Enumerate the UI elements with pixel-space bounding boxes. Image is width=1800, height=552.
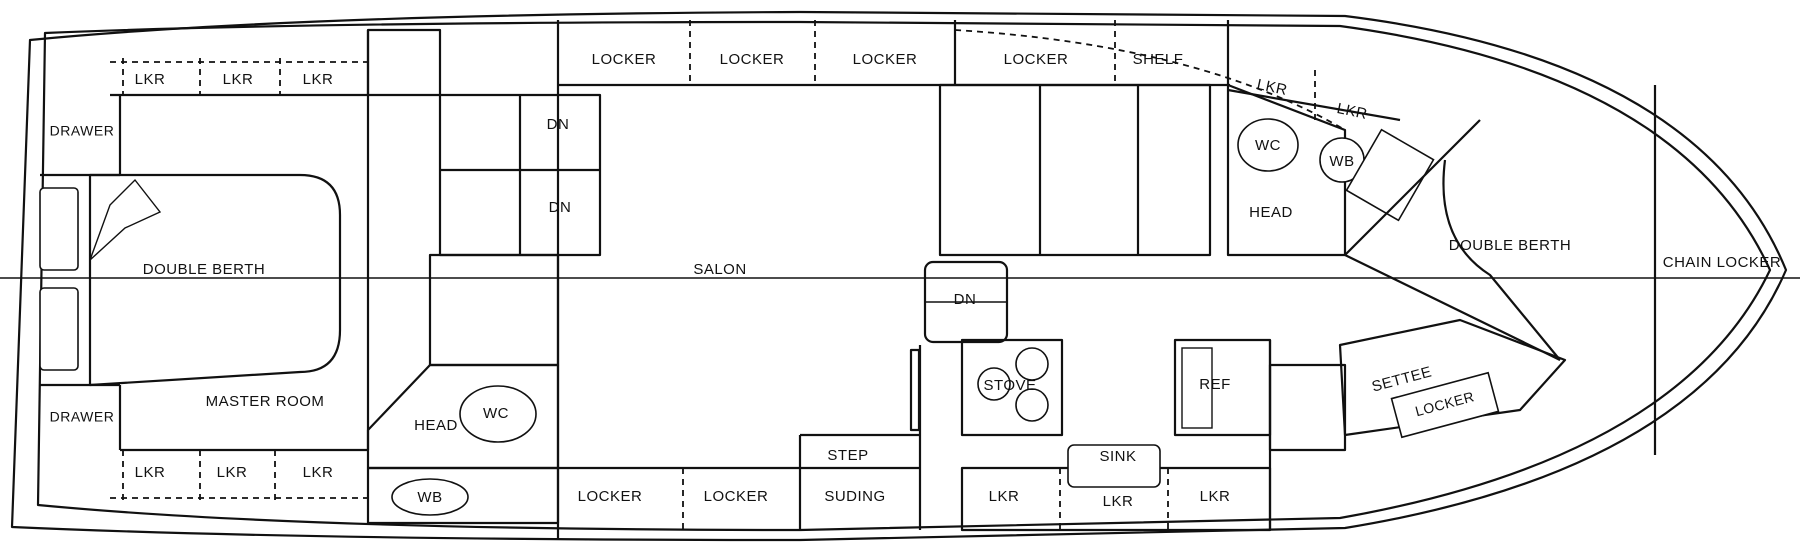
label-locker: LOCKER [1004, 51, 1069, 68]
label-ref: REF [1199, 376, 1231, 393]
double-berth-aft-outline [88, 173, 342, 387]
label-wc-aft: WC [483, 405, 509, 422]
label-locker: LOCKER [704, 488, 769, 505]
fwd-locker-box [1345, 128, 1435, 222]
sliding-door-rail [909, 348, 921, 432]
label-drawer-lower: DRAWER [50, 409, 115, 425]
label-lkr: LKR [135, 71, 166, 88]
dinette-seat [938, 83, 1212, 257]
galley-stove-counter [960, 338, 1064, 437]
label-locker: LOCKER [853, 51, 918, 68]
label-salon: SALON [693, 261, 746, 278]
vberth-curve [1442, 159, 1561, 361]
label-wb-fwd: WB [1329, 153, 1354, 170]
label-lkr: LKR [1200, 488, 1231, 505]
hull-outer [10, 10, 1788, 542]
pillow [39, 287, 79, 371]
label-sink: SINK [1099, 448, 1136, 465]
vberth-stair [1268, 363, 1347, 452]
label-head-aft: HEAD [414, 417, 458, 434]
label-lkr: LKR [217, 464, 248, 481]
refrigerator-door [1181, 347, 1213, 429]
fwd-wc-fixture [1237, 118, 1299, 172]
label-drawer-upper: DRAWER [50, 123, 115, 139]
blanket-fold [89, 178, 162, 261]
burner [977, 367, 1011, 401]
label-lkr: LKR [223, 71, 254, 88]
label-shelf: SHELF [1133, 51, 1184, 68]
hanging-locker [366, 28, 442, 97]
vberth-outline [1344, 119, 1561, 361]
label-dn: DN [547, 116, 570, 133]
label-locker: LOCKER [592, 51, 657, 68]
aft-wc-fixture [459, 385, 537, 443]
label-locker: LOCKER [720, 51, 785, 68]
pillow [39, 187, 79, 271]
burner [1015, 347, 1049, 381]
label-lkr: LKR [1255, 76, 1289, 99]
fwd-head-lockers [1227, 88, 1401, 122]
label-lkr: LKR [1103, 493, 1134, 510]
label-chain-locker: CHAIN LOCKER [1663, 254, 1782, 271]
label-master-room: MASTER ROOM [206, 393, 325, 410]
label-double-berth-fwd: DOUBLE BERTH [1449, 237, 1571, 254]
label-step: STEP [827, 447, 868, 464]
label-dn: DN [549, 199, 572, 216]
label-suding: SUDING [824, 488, 885, 505]
label-head-fwd: HEAD [1249, 204, 1293, 221]
burner [1015, 388, 1049, 422]
label-wb-aft: WB [417, 489, 442, 506]
label-lkr: LKR [303, 71, 334, 88]
label-double-berth-aft: DOUBLE BERTH [143, 261, 265, 278]
label-lkr: LKR [135, 464, 166, 481]
label-dn: DN [954, 291, 977, 308]
aft-wb-basin [391, 478, 469, 516]
stair-aft-lower [428, 253, 560, 367]
label-lkr: LKR [1335, 100, 1369, 123]
label-wc-fwd: WC [1255, 137, 1281, 154]
shelf-curve [954, 29, 1346, 131]
sink-basin [1067, 444, 1161, 488]
label-stove: STOVE [983, 377, 1036, 394]
label-lkr: LKR [989, 488, 1020, 505]
label-lkr: LKR [303, 464, 334, 481]
label-locker: LOCKER [578, 488, 643, 505]
vberth-locker-box [1390, 371, 1500, 439]
hull-inner [36, 20, 1772, 532]
